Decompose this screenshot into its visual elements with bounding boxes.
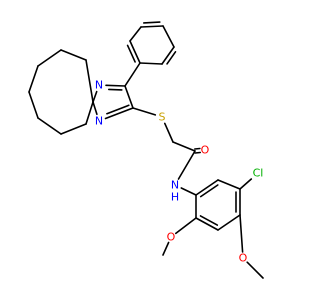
bond-p3-p4 [140,25,164,28]
atom-label-o-methoxy-para: O [239,252,248,265]
bond-a4-om2 [239,214,244,253]
atom-label-cl: Cl [253,167,264,180]
bond-nh-a1 [180,187,197,196]
bond-r3-r4 [28,65,39,93]
molecule-structure-diagram: N N S O N H Cl O O [28,21,264,279]
bond-r7-sp [85,101,94,125]
bond-c3-p1 [124,62,141,87]
bond-p1-p2 [129,40,141,64]
bond-p5-p6 [161,46,175,65]
bond-p1-p2-second [126,44,136,63]
bond-s-ch2 [164,122,174,143]
bond-r5-r6 [37,117,62,135]
bond-a1-a2-second [199,184,219,198]
bond-a6-om1 [175,217,197,235]
atom-label-layer: N N S O N H Cl O O [95,79,263,265]
bond-p4-p5 [162,25,175,48]
bond-a1-a2 [195,179,219,196]
bond-p2-p3 [129,26,142,42]
bond-c2-n2 [104,107,134,120]
bond-a2-a3 [217,179,241,190]
structure-canvas: N N S O N H Cl O O [28,21,264,279]
bond-p3-p4-second [143,21,161,24]
bond-cco-o-second [194,147,201,150]
atom-label-o-methoxy-ortho: O [167,231,176,244]
atom-label-o-carbonyl: O [201,144,210,157]
bond-sp-r1 [85,59,94,103]
bond-c2-n2-second [106,104,130,115]
bond-n1-c3-second [108,88,123,91]
atom-label-h: H [171,191,179,204]
bond-a5-a6 [195,217,219,231]
bond-r6-r7 [60,123,87,135]
bond-cco-o [194,151,201,154]
bond-r4-r5 [28,91,39,119]
atom-label-nh: N [171,179,179,192]
bond-p5-p6-second [166,50,177,65]
atom-label-n2: N [95,115,103,128]
bond-n1-c3 [105,84,126,87]
bond-sp-n2 [92,101,98,116]
bond-cco-nh [177,150,196,180]
bond-om1-me1 [162,241,170,256]
bond-r1-r2 [60,49,87,61]
bond-p6-p1 [139,62,163,65]
bond-r2-r3 [37,49,62,67]
bond-ch2-cco [172,141,196,152]
bond-a5-a6-second [199,215,219,226]
bond-c3-c2 [124,85,134,109]
bond-a3-cl [239,178,253,190]
bond-sp-n1 [92,90,98,103]
atom-label-s: S [159,111,166,124]
bond-c2-s [132,107,157,116]
bond-layer [28,21,264,279]
bond-a4-a5 [217,214,241,231]
atom-label-n1: N [95,79,103,92]
bond-om2-me2 [246,261,264,279]
